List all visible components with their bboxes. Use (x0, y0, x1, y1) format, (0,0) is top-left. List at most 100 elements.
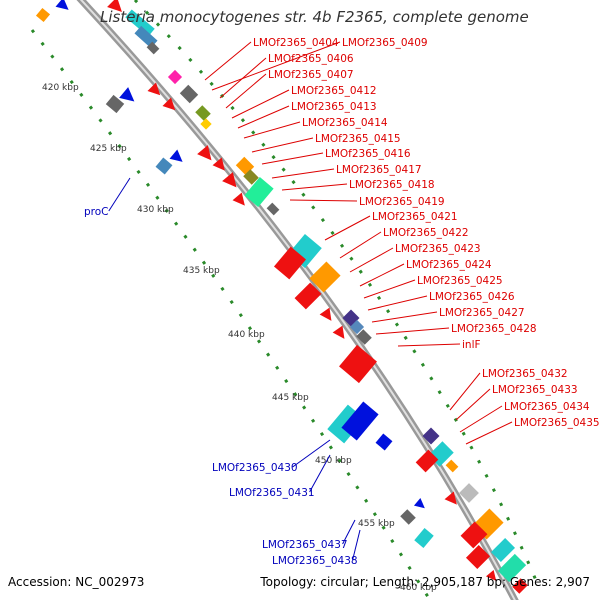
gene-label-leader (261, 152, 324, 165)
gene-label-right: LMOf2365_0424 (406, 259, 492, 271)
gene-label-leader (352, 529, 361, 561)
feature-block (490, 537, 516, 563)
feature-arrow (147, 82, 161, 96)
feature-arrow (485, 569, 497, 581)
feature-block (146, 41, 160, 55)
dotted-track-2 (133, 0, 542, 591)
feature-block (105, 94, 125, 114)
feature-block (266, 202, 280, 216)
gene-label-right: LMOf2365_0417 (336, 164, 422, 176)
gene-label-right: inlF (462, 339, 481, 351)
gene-label-right: LMOf2365_0422 (383, 227, 469, 239)
gene-label-right: LMOf2365_0425 (417, 275, 503, 287)
kbp-tick-label: 450 kbp (315, 456, 352, 466)
gene-label-right: LMOf2365_0414 (302, 117, 388, 129)
feature-arrow (55, 0, 69, 10)
kbp-tick-label: 430 kbp (137, 205, 174, 215)
feature-block (35, 7, 51, 23)
feature-arrow (119, 87, 135, 102)
feature-arrow (169, 149, 183, 162)
gene-label-right: LMOf2365_0434 (504, 401, 590, 413)
gene-label-right: LMOf2365_0432 (482, 368, 568, 380)
feature-block (459, 483, 479, 503)
gene-label-leader (237, 105, 290, 129)
feature-block (356, 329, 372, 345)
map-title: Listeria monocytogenes str. 4b F2365, co… (100, 8, 529, 26)
gene-label-left: LMOf2365_0431 (229, 487, 315, 499)
gene-label-left: LMOf2365_0437 (262, 539, 348, 551)
gene-label-leader (397, 343, 461, 347)
feature-block (243, 169, 259, 185)
feature-block (497, 553, 527, 583)
feature-block (273, 246, 307, 280)
gene-label-right: LMOf2365_0423 (395, 243, 481, 255)
gene-label-leader (455, 388, 491, 421)
gene-label-right: LMOf2365_0409 (342, 37, 428, 49)
feature-block (195, 105, 211, 121)
gene-label-left: LMOf2365_0438 (272, 555, 358, 567)
gene-label-leader (359, 263, 405, 287)
gene-label-right: LMOf2365_0428 (451, 323, 537, 335)
feature-arrow (222, 172, 237, 188)
feature-block (460, 521, 488, 549)
feature-block (179, 84, 199, 104)
gene-label-right: LMOf2365_0419 (359, 196, 445, 208)
gene-label-right: LMOf2365_0404 (253, 37, 339, 49)
feature-block (167, 69, 183, 85)
feature-block (414, 528, 434, 548)
dotted-track-1 (30, 29, 432, 600)
feature-block (465, 544, 491, 570)
kbp-tick-label: 460 kbp (400, 583, 437, 593)
kbp-tick-label: 440 kbp (228, 330, 265, 340)
gene-label-leader (367, 295, 428, 311)
gene-label-right: LMOf2365_0407 (268, 69, 354, 81)
gene-label-leader (349, 247, 394, 273)
gene-label-leader (289, 199, 358, 202)
gene-label-right: LMOf2365_0435 (514, 417, 600, 429)
feature-tracks (35, 0, 528, 594)
feature-arrow (212, 157, 225, 171)
gene-label-leader (292, 439, 331, 468)
gene-label-leader (342, 519, 356, 545)
gene-label-right: LMOf2365_0406 (268, 53, 354, 65)
gene-label-leader (204, 41, 252, 81)
feature-block (422, 427, 440, 445)
gene-label-right: LMOf2365_0426 (429, 291, 515, 303)
gene-label-leader (271, 168, 335, 179)
gene-label-leader (281, 183, 348, 191)
feature-arrow (413, 497, 425, 509)
feature-block (445, 459, 459, 473)
genome-summary-text: Topology: circular; Length: 2,905,187 bp… (260, 575, 590, 589)
gene-label-right: LMOf2365_0413 (291, 101, 377, 113)
feature-block (155, 157, 173, 175)
gene-label-leader (324, 215, 371, 241)
feature-arrow (319, 307, 332, 321)
kbp-tick-label: 425 kbp (90, 144, 127, 154)
gene-label-leader (309, 454, 331, 493)
gene-label-leader (375, 327, 450, 335)
feature-block (200, 118, 212, 130)
kbp-tick-label: 445 kbp (272, 393, 309, 403)
gene-label-leader (459, 405, 503, 433)
gene-label-leader (108, 177, 131, 212)
gene-label-leader (465, 421, 513, 445)
genome-backbone (76, 0, 519, 600)
gene-label-left: proC (84, 206, 109, 218)
gene-label-right: LMOf2365_0421 (372, 211, 458, 223)
feature-block (375, 433, 393, 451)
gene-label-right: LMOf2365_0415 (315, 133, 401, 145)
gene-label-right: LMOf2365_0412 (291, 85, 377, 97)
gene-label-leader (225, 73, 267, 109)
feature-block (512, 578, 528, 594)
kbp-tick-label: 420 kbp (42, 83, 79, 93)
gene-label-leader (371, 311, 438, 323)
gene-label-leader (449, 372, 481, 411)
feature-block (341, 401, 379, 441)
feature-block (339, 344, 377, 384)
feature-arrow (232, 192, 245, 206)
accession-text: Accession: NC_002973 (8, 575, 145, 589)
gene-label-leader (219, 57, 267, 99)
feature-arrow (162, 97, 176, 111)
